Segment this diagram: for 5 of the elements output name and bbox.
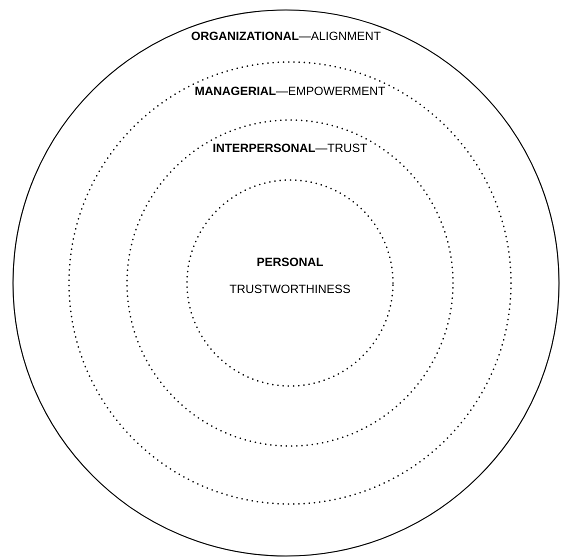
ring-label: MANAGERIAL—EMPOWERMENT <box>195 86 386 96</box>
ring-label: INTERPERSONAL—TRUST <box>213 144 368 152</box>
ring-label: TRUSTWORTHINESS <box>230 284 350 294</box>
ring-label: PERSONAL <box>257 258 323 266</box>
ring-label: ORGANIZATIONAL—ALIGNMENT <box>192 32 381 40</box>
